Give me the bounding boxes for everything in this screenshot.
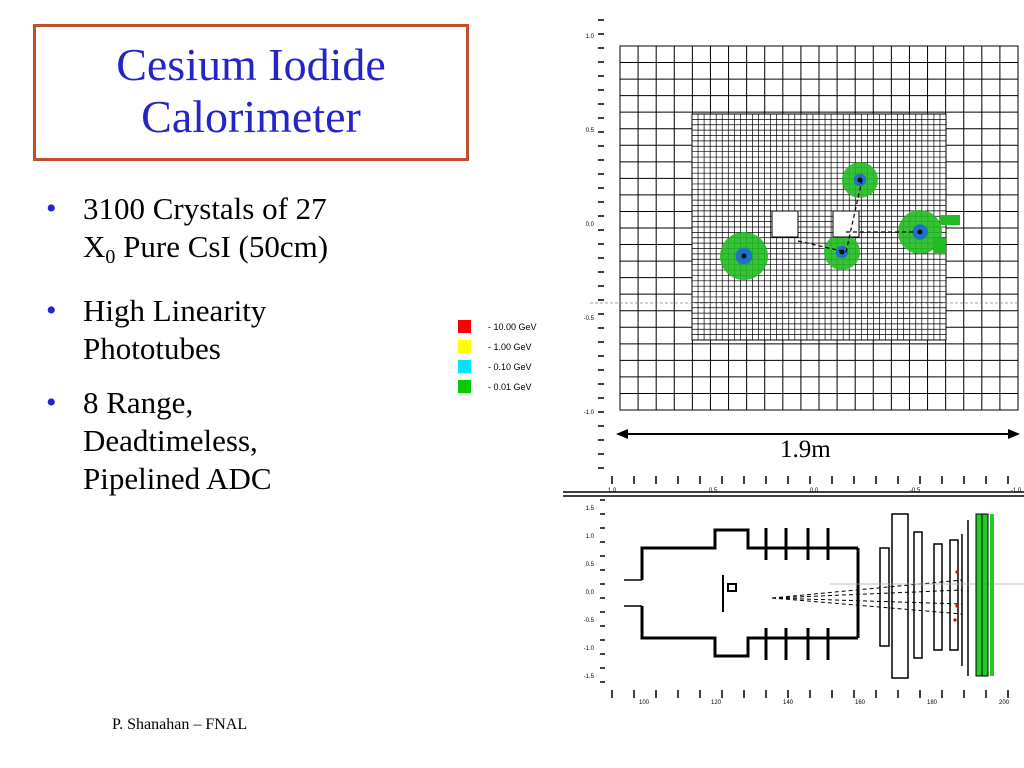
side-view-target (722, 575, 737, 612)
title-line-1: Cesium Iodide (116, 39, 386, 90)
side-view-calorimeter (975, 513, 994, 677)
energy-legend: - 10.00 GeV - 1.00 GeV - 0.10 GeV - 0.01 Ge… (458, 320, 537, 393)
tick-label: 1.0 (586, 34, 595, 40)
title-line-2: Calorimeter (141, 91, 361, 142)
beam-hole-right (832, 210, 860, 238)
detector-plane (879, 547, 890, 647)
bullet-3-line-2: Deadtimeless, (83, 423, 258, 458)
tick-label: 120 (711, 700, 722, 706)
bullet-3-line-1: 8 Range, (83, 385, 194, 420)
tick-label: 140 (783, 700, 794, 706)
bullet-1-line-1: 3100 Crystals of 27 (83, 191, 327, 226)
bullet-item-adc: • 8 Range, Deadtimeless, Pipelined ADC (46, 384, 426, 498)
bullet-1-line-2: X0 Pure CsI (50cm) (83, 228, 426, 276)
beam-hole-left (771, 210, 799, 238)
tick-label: 1.0 (608, 488, 617, 494)
legend-swatch (458, 360, 471, 373)
bullet-dot-icon: • (46, 294, 57, 327)
bullet-item-crystals: • 3100 Crystals of 27 X0 Pure CsI (50cm) (46, 190, 426, 276)
legend-label: - 0.10 GeV (488, 362, 532, 372)
legend-label: - 1.00 GeV (488, 342, 532, 352)
tick-label: 200 (999, 700, 1010, 706)
tick-label: 0.0 (586, 222, 595, 228)
side-view-tracks (771, 579, 963, 615)
tick-label: -0.5 (584, 618, 595, 624)
side-view-detector (624, 528, 860, 658)
bullet-dot-icon: • (46, 192, 57, 225)
tick-label: -0.5 (910, 488, 921, 494)
axis-ticks (598, 19, 1009, 698)
tick-label: -0.5 (584, 316, 595, 322)
title-box: Cesium Iodide Calorimeter (33, 24, 469, 161)
bullet-2-line-1: High Linearity (83, 293, 267, 328)
tick-label: 1.5 (586, 506, 595, 512)
scale-arrow (616, 429, 1020, 439)
footer-credit: P. Shanahan – FNAL (112, 716, 248, 733)
side-view-planes (764, 513, 969, 679)
tick-label: 0.0 (810, 488, 819, 494)
tick-label: -1.0 (1011, 488, 1022, 494)
detector-plane (949, 539, 959, 651)
x-symbol: X (83, 229, 106, 264)
tick-label: 180 (927, 700, 938, 706)
tick-label: 0.0 (586, 590, 595, 596)
x-subscript: 0 (105, 246, 116, 268)
track-lines (797, 179, 915, 253)
detector-plane (913, 531, 923, 659)
bullet-list: • 3100 Crystals of 27 X0 Pure CsI (50cm)… (46, 190, 426, 514)
tick-label: 100 (639, 700, 650, 706)
axis-tick-labels: 1.0 0.5 0.0 -0.5 -1.0 1.0 0.5 0.0 -0.5 -1.0 1.5 1.0… (584, 34, 1022, 706)
legend-swatch (458, 320, 471, 333)
bullet-item-linearity: • High Linearity Phototubes (46, 292, 426, 368)
bullet-2-line-2: Phototubes (83, 331, 221, 366)
bullet-1-line-2-rest: Pure CsI (50cm) (115, 229, 329, 264)
tick-label: 0.5 (586, 128, 595, 134)
detector-plane (933, 543, 943, 651)
crystal-grid (619, 45, 1019, 411)
detector-plane (891, 513, 909, 679)
tick-label: -1.5 (584, 674, 595, 680)
tick-label: 1.0 (586, 534, 595, 540)
legend-swatch (458, 340, 471, 353)
tick-label: 0.5 (709, 488, 718, 494)
tick-label: 160 (855, 700, 866, 706)
legend-label: - 0.01 GeV (488, 382, 532, 392)
bullet-dot-icon: • (46, 386, 57, 419)
tick-label: 0.5 (586, 562, 595, 568)
legend-swatch (458, 380, 471, 393)
legend-label: - 10.00 GeV (488, 322, 537, 332)
tick-label: -1.0 (584, 410, 595, 416)
scale-label: 1.9m (780, 436, 831, 463)
tick-label: -1.0 (584, 646, 595, 652)
bullet-3-line-3: Pipelined ADC (83, 461, 272, 496)
